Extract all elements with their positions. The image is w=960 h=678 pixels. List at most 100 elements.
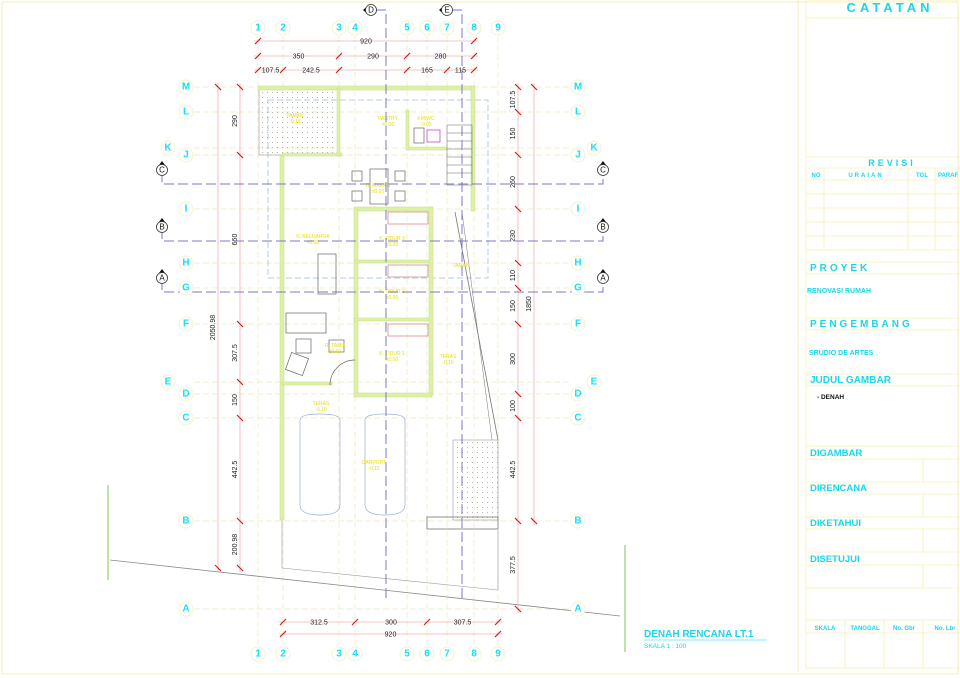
dimension-label: 150	[232, 394, 239, 406]
dimension-label: 1850	[526, 296, 533, 312]
pengembang-value: SRUDIO DE ARTES	[809, 350, 874, 357]
dimension-tick	[335, 66, 343, 74]
dimension-label: 290	[367, 54, 379, 61]
grid-row-label: E	[165, 377, 172, 388]
section-marker	[156, 221, 168, 233]
digambar-label: DIGAMBAR	[810, 448, 862, 459]
section-marker	[597, 272, 609, 284]
section-cut-line	[161, 280, 604, 293]
dimension-label: 442.5	[232, 461, 239, 479]
grid-bubble	[419, 20, 435, 36]
grid-row-label: F	[575, 319, 581, 330]
room-label: R. TAMU±0.00	[325, 343, 345, 355]
grid-column-label: 9	[495, 649, 501, 660]
dimension-tick	[514, 108, 522, 116]
grid-column-label: 5	[404, 23, 410, 34]
footer-col-tanggal: TANGGAL	[850, 626, 880, 632]
dimension-tick	[514, 151, 522, 159]
roof-outline	[267, 99, 489, 279]
dimension-label: 312.5	[310, 620, 328, 627]
terrace-paving	[452, 439, 499, 521]
room-name: K. TIDUR 3	[379, 236, 405, 242]
grid-row-label: M	[182, 82, 190, 93]
grid-bubble	[178, 201, 194, 217]
dimension-tick	[470, 52, 478, 60]
room-level: ±0.00	[307, 240, 320, 246]
grid-bubble	[347, 646, 363, 662]
dimension-label: 920	[385, 632, 397, 639]
grid-column-label: 8	[471, 23, 477, 34]
dimension-tick	[236, 414, 244, 422]
dimension-tick	[443, 66, 451, 74]
grid-bubble	[439, 20, 455, 36]
grid-row-label: B	[182, 516, 189, 527]
footer-col-no-gbr: No. Gbr	[893, 626, 916, 632]
revisi-col-paraf: PARAF	[938, 173, 959, 179]
grid-column-label: 9	[495, 23, 501, 34]
grid-row-label: D	[182, 389, 189, 400]
dimension-label: 307.5	[232, 344, 239, 362]
grid-row-label: J	[575, 150, 581, 161]
dimension-tick	[514, 205, 522, 213]
grid-row-label: K	[164, 143, 172, 154]
dimension-tick	[470, 37, 478, 45]
grid-bubble	[160, 374, 176, 390]
grid-row-label: J	[183, 150, 189, 161]
dimension-label: 442.5	[510, 461, 517, 479]
grid-row-label: C	[182, 413, 189, 424]
section-marker	[365, 4, 377, 16]
section-label: A	[600, 274, 606, 283]
dimension-tick	[530, 517, 538, 525]
room-label: CARPORT-0.15	[362, 460, 386, 472]
proyek-label: PROYEK	[810, 263, 870, 274]
grid-row-label: L	[575, 107, 581, 118]
dimension-tick	[279, 630, 287, 638]
dimension-label: 107.5	[262, 68, 280, 75]
catatan-heading: CATATAN	[847, 0, 934, 15]
room-level: ±0.00	[372, 189, 385, 195]
grid-row-label: I	[577, 204, 580, 215]
room-label: R. MAKAN±0.00	[366, 183, 391, 195]
room-label: TAMAN-0.15	[286, 113, 304, 125]
room-name: PANTRY	[378, 116, 398, 122]
section-marker	[441, 4, 453, 16]
room-level: -0.10	[315, 407, 327, 413]
grid-bubble	[275, 20, 291, 36]
section-label: C	[159, 166, 165, 175]
grid-row-label: G	[574, 283, 582, 294]
grid-bubble	[347, 20, 363, 36]
grid-bubble	[586, 140, 602, 156]
grid-row-label: B	[574, 516, 581, 527]
grid-bubble	[570, 410, 586, 426]
grid-bubble	[570, 386, 586, 402]
grid-column-label: 2	[280, 23, 286, 34]
grid-bubble	[570, 104, 586, 120]
grid-bubble	[250, 20, 266, 36]
grid-bubble	[466, 20, 482, 36]
grid-row-label: H	[182, 258, 189, 269]
grid-bubble	[178, 255, 194, 271]
dimension-label: 100	[510, 400, 517, 412]
section-marker	[597, 164, 609, 176]
dimension-tick	[494, 630, 502, 638]
grid-column-label: 8	[471, 649, 477, 660]
pengembang-label: PENGEMBANG	[810, 319, 913, 330]
grid-bubble	[570, 79, 586, 95]
dimension-label: 115	[455, 68, 466, 75]
dimension-tick	[236, 83, 244, 91]
revisi-col-uraian: URAIAN	[848, 173, 883, 179]
section-label: E	[444, 6, 449, 15]
grid-column-label: 4	[352, 23, 358, 34]
grid-bubble	[570, 255, 586, 271]
grid-bubble	[570, 316, 586, 332]
grid-row-label: K	[590, 143, 598, 154]
dimension-label: 200.98	[232, 534, 239, 556]
dimension-label: 107.5	[510, 91, 517, 109]
grid-bubble	[419, 646, 435, 662]
dimension-label: 242.5	[302, 68, 320, 75]
room-name: TERAS	[313, 401, 330, 407]
grid-bubble	[490, 646, 506, 662]
grid-column-label: 3	[336, 23, 342, 34]
diketahui-label: DIKETAHUI	[810, 518, 861, 529]
grid-column-label: 2	[280, 649, 286, 660]
